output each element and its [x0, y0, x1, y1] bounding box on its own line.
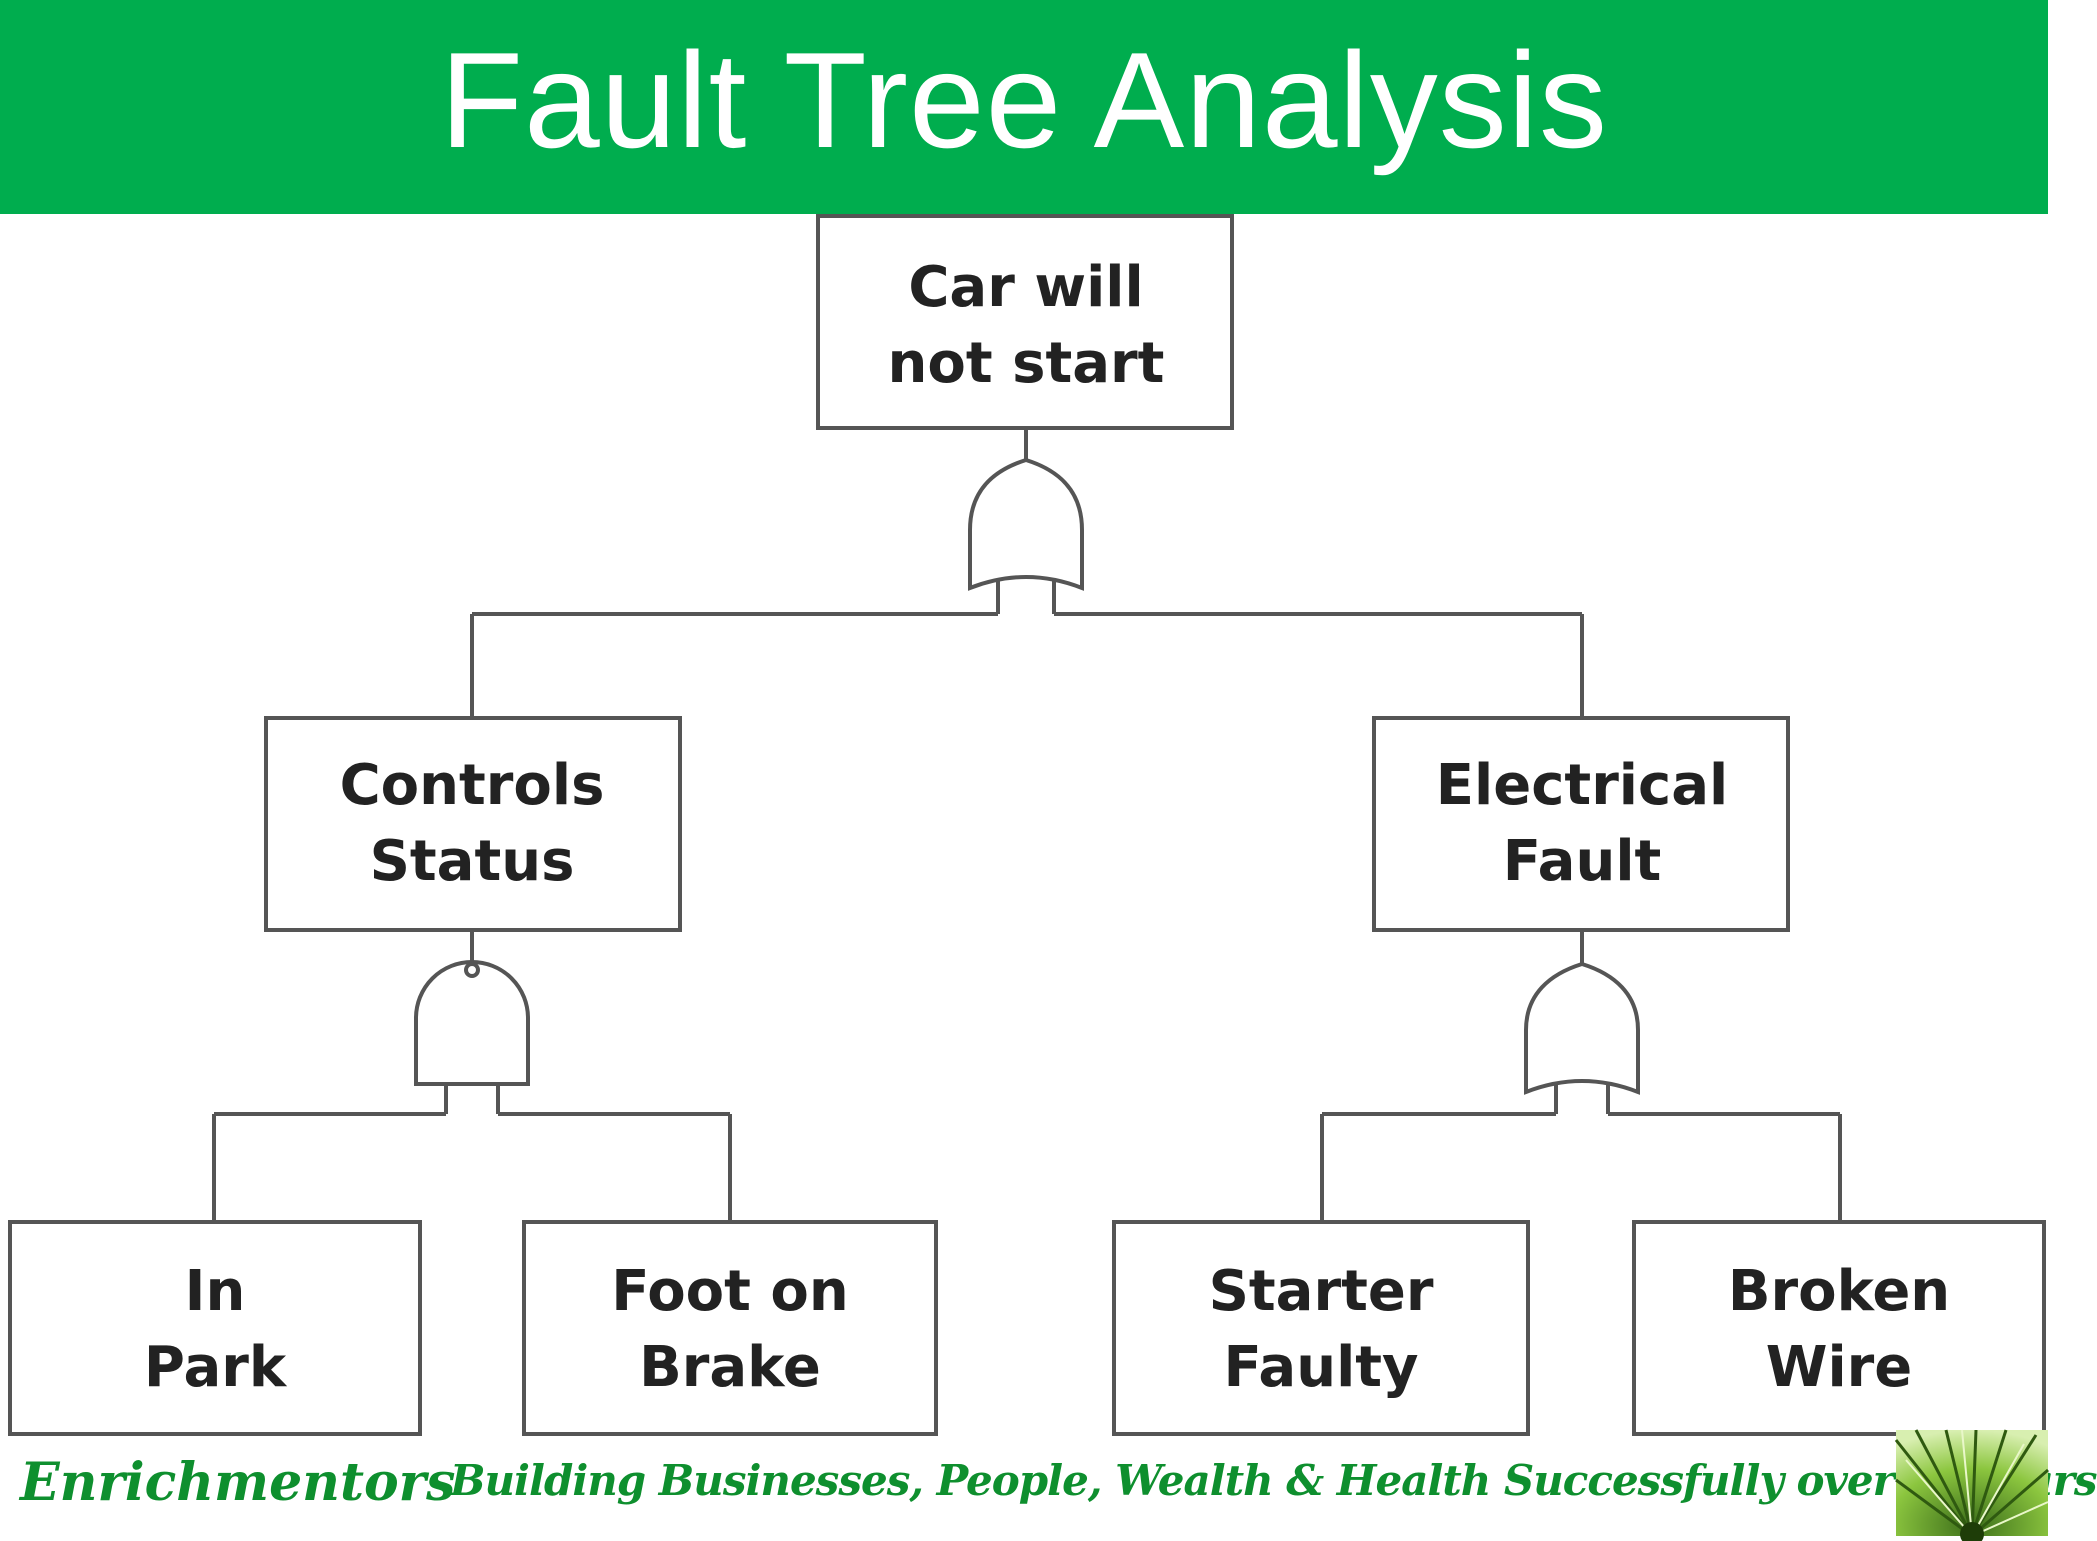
- top-event-label-1: Car will: [908, 255, 1143, 320]
- footer-tagline: Building Businesses, People, Wealth & He…: [450, 1456, 2097, 1505]
- foot-on-brake-label-2: Brake: [639, 1335, 821, 1400]
- electrical-fault-label-1: Electrical: [1436, 753, 1728, 818]
- starter-faulty-label-1: Starter: [1209, 1259, 1434, 1324]
- top-or-gate-icon: [968, 457, 1084, 591]
- fault-tree-diagram: Car will not start Controls Status Elect…: [8, 214, 2046, 1436]
- electrical-or-gate-icon: [1524, 961, 1640, 1095]
- slide-title: Fault Tree Analysis: [440, 24, 1608, 176]
- title-band: Fault Tree Analysis: [0, 0, 2048, 214]
- in-park-label-2: Park: [144, 1335, 288, 1400]
- starter-faulty-box: [1112, 1220, 1530, 1436]
- green-plant-image: [1894, 1429, 2049, 1541]
- electrical-fault-label-2: Fault: [1503, 829, 1662, 894]
- top-event-label-2: not start: [888, 331, 1165, 396]
- foot-on-brake-label-1: Foot on: [611, 1259, 849, 1324]
- broken-wire-label-1: Broken: [1728, 1259, 1950, 1324]
- and-gate-inversion-icon: [464, 962, 480, 978]
- in-park-box: [8, 1220, 422, 1436]
- controls-status-label-2: Status: [370, 829, 575, 894]
- controls-status-box: [264, 716, 682, 932]
- top-event-box: [816, 214, 1234, 430]
- in-park-label-1: In: [185, 1259, 246, 1324]
- starter-faulty-label-2: Faulty: [1223, 1335, 1418, 1400]
- broken-wire-box: [1632, 1220, 2046, 1436]
- electrical-fault-box: [1372, 716, 1790, 932]
- foot-on-brake-box: [522, 1220, 938, 1436]
- footer-brand: Enrichmentors: [20, 1452, 456, 1513]
- controls-status-label-1: Controls: [340, 753, 605, 818]
- and-gate-icon: [414, 960, 530, 1086]
- broken-wire-label-2: Wire: [1766, 1335, 1913, 1400]
